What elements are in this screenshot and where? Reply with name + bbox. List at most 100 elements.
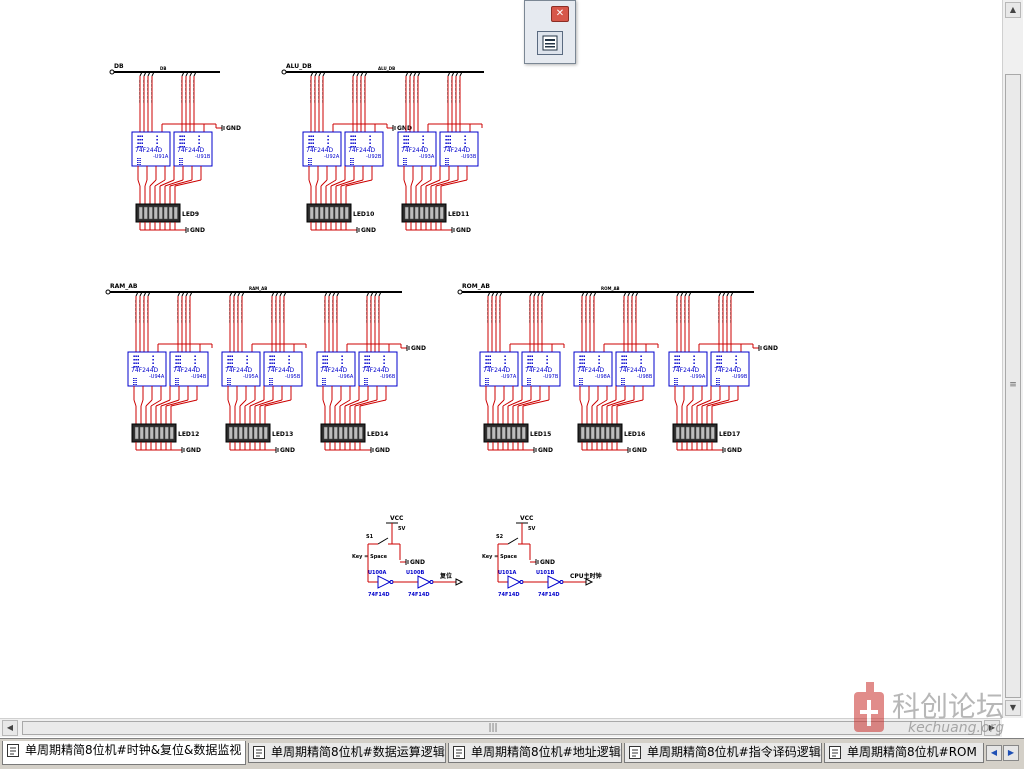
vertical-scroll-thumb[interactable]: ≡ bbox=[1005, 74, 1021, 698]
bus-tick: | bbox=[417, 79, 418, 83]
scroll-left-icon[interactable]: ◀ bbox=[2, 720, 18, 736]
bus-tick: | bbox=[533, 315, 534, 319]
arrow-left-icon[interactable]: ◀ bbox=[986, 745, 1002, 761]
tab-sheet-1[interactable]: 单周期精简8位机#时钟&复位&数据监视 bbox=[2, 741, 246, 765]
bus-entry bbox=[322, 71, 326, 77]
output-wire bbox=[430, 179, 450, 187]
vertical-scrollbar[interactable]: ▲ ≡ ▼ bbox=[1002, 0, 1023, 718]
bus-tick: | bbox=[143, 307, 144, 311]
pin-marks: ▪ bbox=[735, 354, 737, 358]
bus-tick: | bbox=[360, 87, 361, 91]
tab-navigation: ◀ ▶ bbox=[986, 745, 1020, 763]
led-segment bbox=[323, 426, 328, 440]
bus-tick: | bbox=[283, 315, 284, 319]
pin-marks: ▪▪▪ bbox=[527, 377, 532, 380]
pin-marks: ▪▪▪ bbox=[308, 157, 313, 160]
pin-marks: ▪ bbox=[327, 145, 329, 149]
chip-ref-label: -U93B bbox=[461, 154, 477, 160]
pin-marks: ▪ bbox=[383, 361, 385, 365]
chip-74f244d bbox=[479, 351, 519, 387]
led-segment bbox=[506, 426, 511, 440]
bus-tick: | bbox=[631, 299, 632, 303]
led-segment bbox=[680, 426, 685, 440]
bus-tick: | bbox=[378, 311, 379, 315]
bus-tick: | bbox=[722, 307, 723, 311]
pin-marks: ▪▪▪ bbox=[716, 358, 722, 362]
pin-marks: ▪▪▪ bbox=[403, 157, 408, 160]
bus-tick: | bbox=[147, 99, 148, 103]
bus-tick: | bbox=[314, 83, 315, 87]
pin-marks: ▪▪▪ bbox=[308, 134, 314, 138]
bus-entry bbox=[328, 291, 332, 297]
bus-tick: | bbox=[322, 99, 323, 103]
tab-sheet-4[interactable]: 单周期精简8位机#指令译码逻辑 bbox=[624, 743, 822, 763]
horizontal-scrollbar[interactable]: ◀ ||| ▶ bbox=[0, 718, 1002, 737]
bus-tick: | bbox=[229, 303, 230, 307]
bus-tick: | bbox=[189, 79, 190, 83]
bus-tick: | bbox=[237, 299, 238, 303]
bus-tick: | bbox=[627, 303, 628, 307]
close-x-icon[interactable]: ✕ bbox=[551, 6, 569, 22]
pin-marks: ▪ bbox=[288, 365, 290, 369]
bus-tick: | bbox=[487, 307, 488, 311]
pin-marks: ▪▪▪ bbox=[175, 365, 181, 369]
scroll-down-icon[interactable]: ▼ bbox=[1005, 700, 1021, 716]
bus-entry bbox=[730, 291, 734, 297]
pin-marks: ▪▪▪ bbox=[269, 383, 274, 386]
bus-tick: | bbox=[455, 99, 456, 103]
led-segment bbox=[580, 426, 585, 440]
tab-sheet-2[interactable]: 单周期精简8位机#数据运算逻辑 bbox=[248, 743, 446, 763]
pin-marks: ▪▪▪ bbox=[364, 381, 369, 384]
pin-marks: ▪▪▪ bbox=[350, 159, 355, 162]
chip-part-label: 74F244D bbox=[131, 367, 159, 374]
bus-entry bbox=[181, 291, 185, 297]
chip-part-label: 74F244D bbox=[306, 147, 334, 154]
scroll-up-icon[interactable]: ▲ bbox=[1005, 2, 1021, 18]
bus-tick: | bbox=[495, 307, 496, 311]
led-segment bbox=[516, 426, 521, 440]
switch-contact bbox=[507, 537, 519, 545]
pin-marks: ▪▪▪ bbox=[527, 381, 532, 384]
bus-tick: | bbox=[332, 303, 333, 307]
bus-tick: | bbox=[378, 303, 379, 307]
output-wire bbox=[359, 399, 387, 407]
toolbar-window-icon[interactable] bbox=[537, 31, 563, 55]
arrow-right-icon[interactable]: ▶ bbox=[1003, 745, 1019, 761]
bus-tick: | bbox=[451, 99, 452, 103]
led-segment bbox=[496, 426, 501, 440]
led-segment bbox=[675, 426, 680, 440]
pin-marks: ▪▪▪ bbox=[527, 365, 533, 369]
led-label: LED14 bbox=[367, 431, 388, 438]
bus-tick: | bbox=[718, 299, 719, 303]
scroll-right-icon[interactable]: ▶ bbox=[984, 720, 1000, 736]
tab-sheet-3[interactable]: 单周期精简8位机#地址逻辑 bbox=[448, 743, 622, 763]
bus-tick: | bbox=[147, 299, 148, 303]
bus-tick: | bbox=[189, 95, 190, 99]
bus-tick: | bbox=[537, 307, 538, 311]
pin-marks: ▪ bbox=[194, 365, 196, 369]
bus-entry bbox=[151, 71, 155, 77]
bus-tick: | bbox=[360, 83, 361, 87]
pin-marks: ▪▪▪ bbox=[485, 361, 491, 365]
tab-sheet-5[interactable]: 单周期精简8位机#ROM bbox=[824, 743, 984, 763]
bus-tick: | bbox=[283, 307, 284, 311]
bus-tick: | bbox=[491, 307, 492, 311]
pin-marks: ▪ bbox=[288, 358, 290, 362]
bus-tick: | bbox=[537, 303, 538, 307]
led-segment bbox=[328, 426, 333, 440]
output-wire bbox=[174, 179, 202, 187]
led-segment bbox=[149, 426, 154, 440]
bus-tick: | bbox=[139, 319, 140, 323]
output-wire bbox=[133, 399, 137, 407]
horizontal-scroll-thumb[interactable]: ||| bbox=[22, 721, 982, 735]
bus-tick: | bbox=[283, 311, 284, 315]
pin-marks: ▪▪▪ bbox=[227, 354, 233, 358]
bus-entry bbox=[593, 291, 597, 297]
led-segment bbox=[333, 426, 338, 440]
bus-entry bbox=[143, 291, 147, 297]
bus-tick: | bbox=[537, 299, 538, 303]
led-label: LED12 bbox=[178, 431, 199, 438]
pin-marks: ▪ bbox=[288, 361, 290, 365]
floating-toolbar[interactable]: ✕ bbox=[524, 0, 576, 64]
